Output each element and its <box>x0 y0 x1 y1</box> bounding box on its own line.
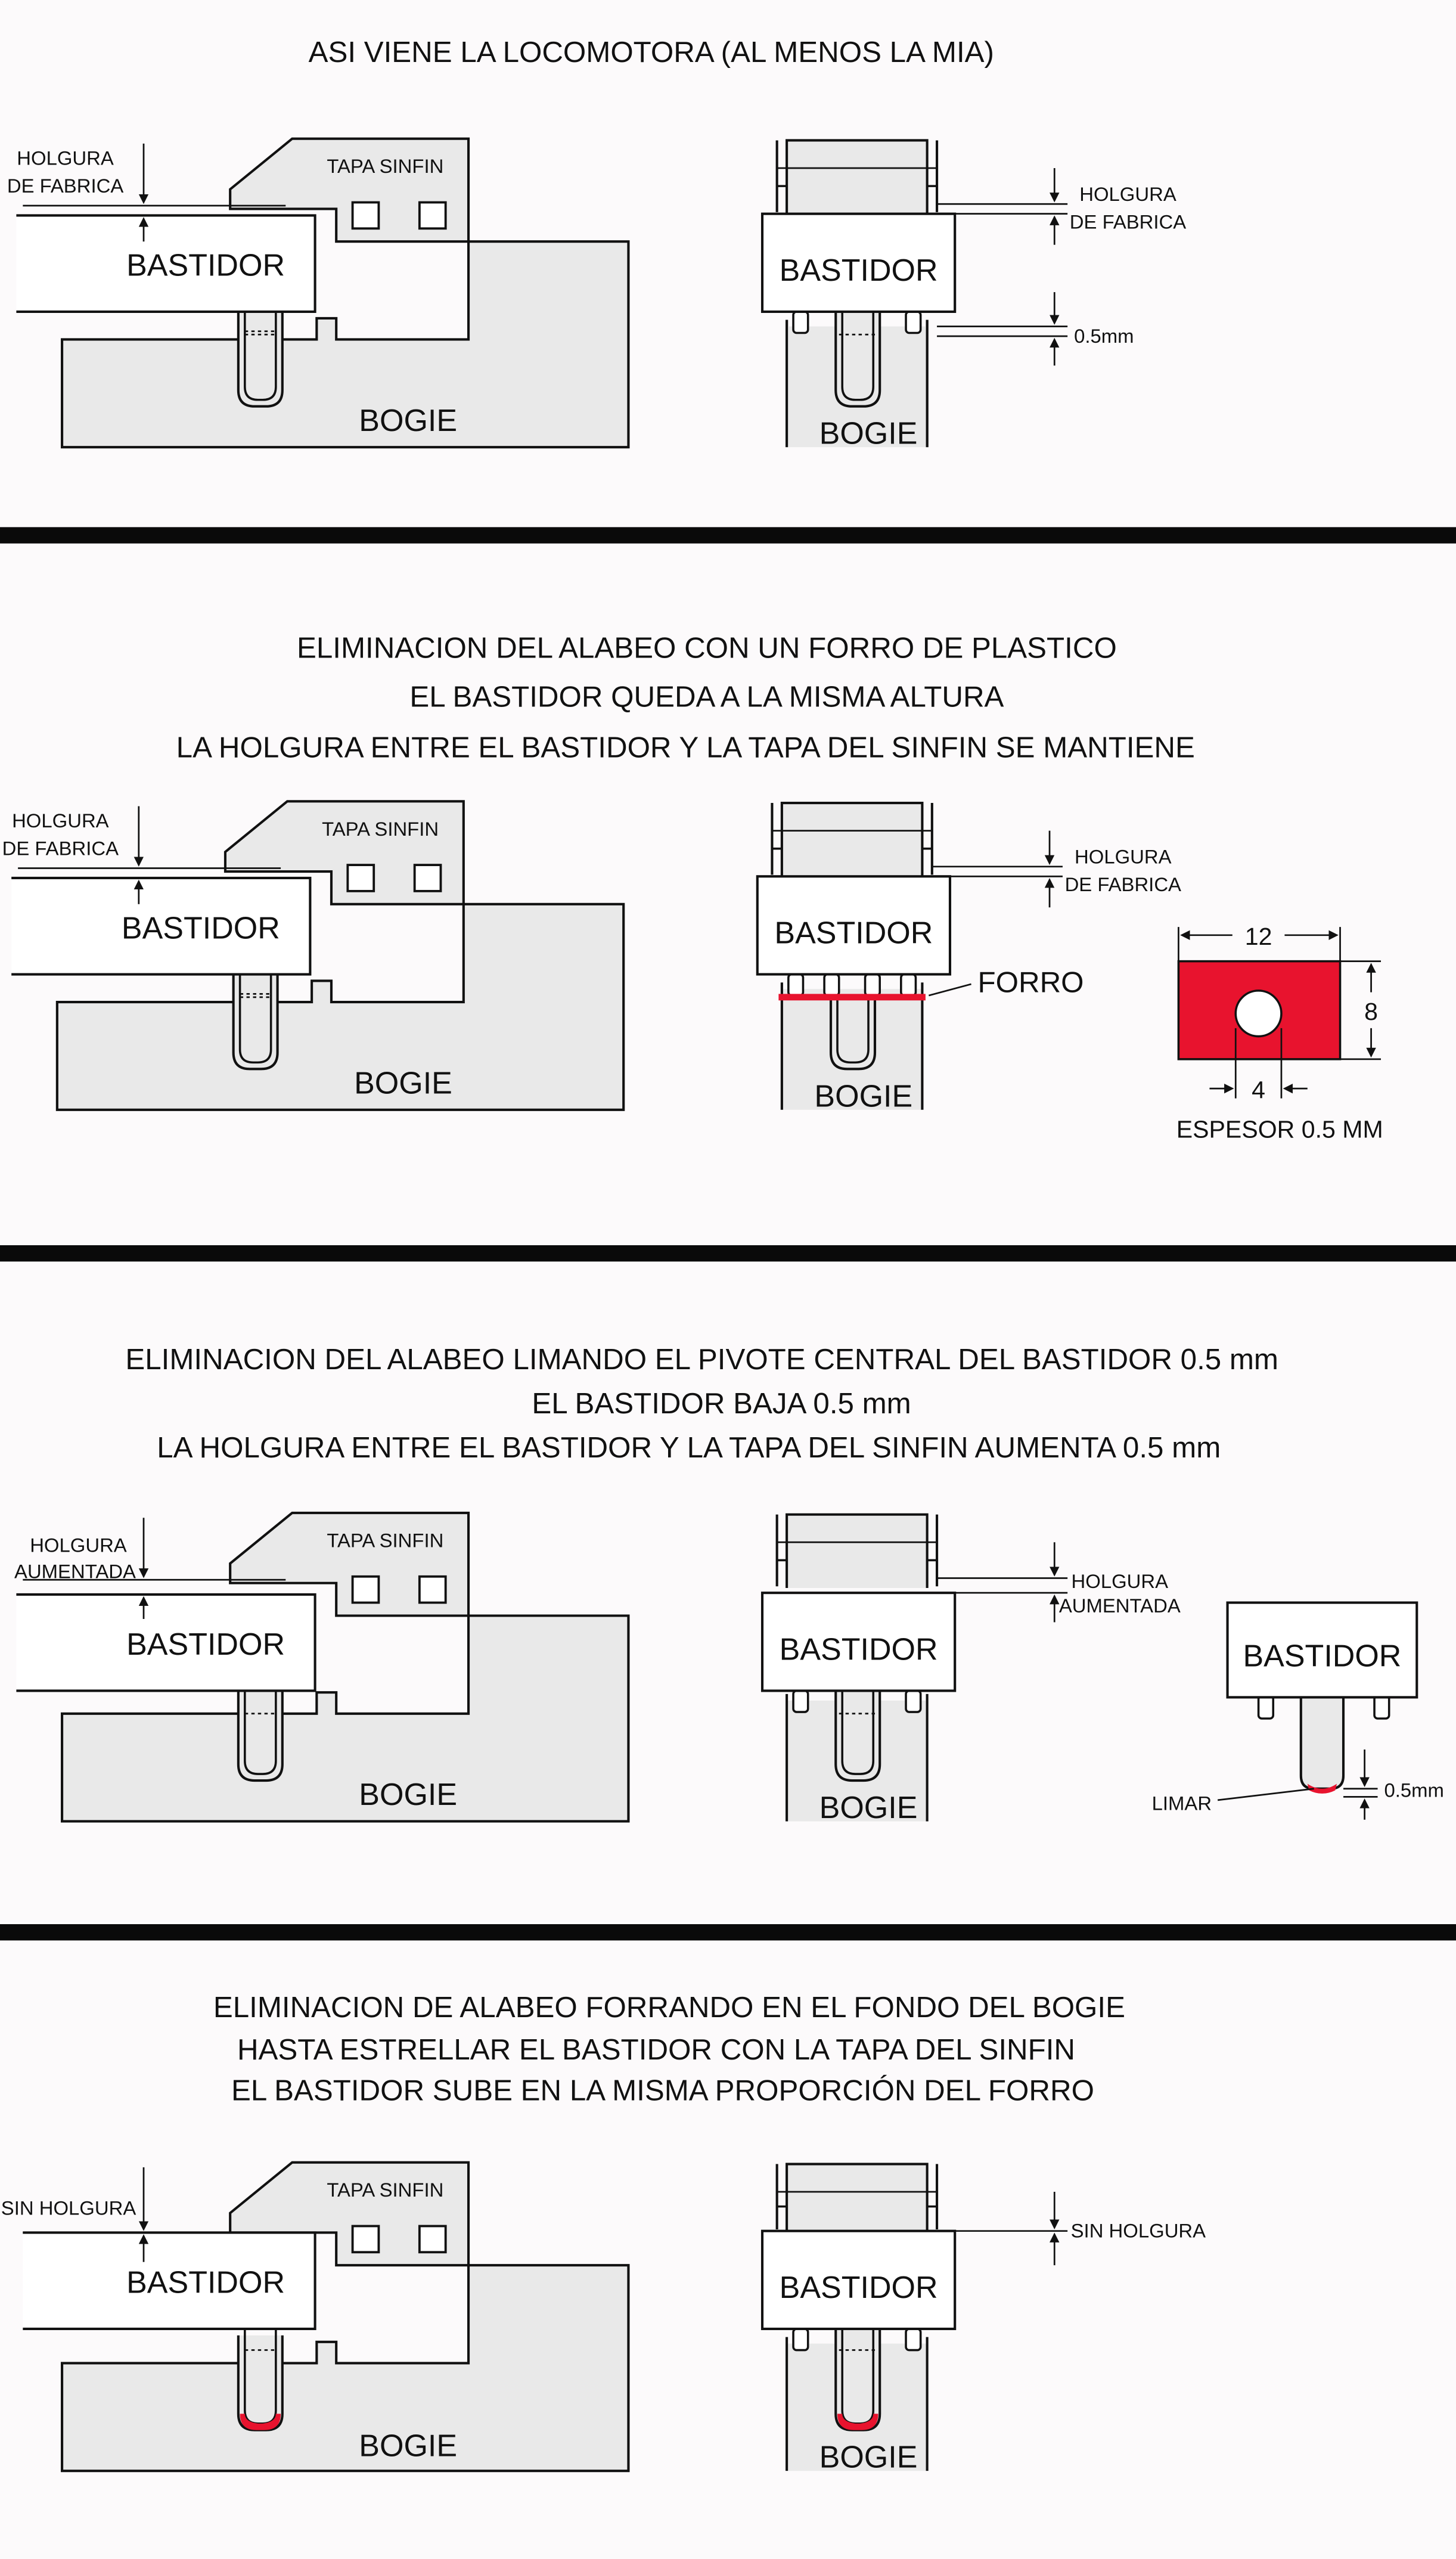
shim-hole <box>1234 990 1283 1038</box>
side-view: SIN HOLGURA TAPA SINFIN BASTIDOR BOGIE <box>1 2161 630 2473</box>
front-view: HOLGURA DE FABRICA FORRO BASTIDOR BOGIE <box>756 801 1181 1113</box>
panel-3: ELIMINACION DEL ALABEO LIMANDO EL PIVOTE… <box>14 1343 1444 1825</box>
frame-label: BASTIDOR <box>126 1627 285 1662</box>
clearance-label: DE FABRICA <box>2 838 119 860</box>
shim-detail: 12 8 4 ESPESOR 0.5 MM <box>1176 923 1383 1143</box>
worm-cap-label: TAPA SINFIN <box>327 155 443 177</box>
clearance-label: HOLGURA <box>30 1534 127 1556</box>
side-view: HOLGURA DE FABRICA TAPA SINFIN BASTIDOR … <box>2 800 625 1111</box>
bogie-label: BOGIE <box>819 417 918 451</box>
worm-cap-label: TAPA SINFIN <box>322 818 439 840</box>
panel-1: ASI VIENE LA LOCOMOTORA (AL MENOS LA MIA… <box>7 36 1186 451</box>
panel-title: EL BASTIDOR SUBE EN LA MISMA PROPORCIÓN … <box>231 2074 1094 2107</box>
gap-label: 0.5mm <box>1074 325 1134 347</box>
frame-label: BASTIDOR <box>780 253 938 288</box>
panel-separator <box>0 1245 1456 1262</box>
panel-title: ASI VIENE LA LOCOMOTORA (AL MENOS LA MIA… <box>309 36 994 69</box>
clearance-label: DE FABRICA <box>7 175 123 197</box>
panel-title: EL BASTIDOR QUEDA A LA MISMA ALTURA <box>409 681 1004 714</box>
panel-title: LA HOLGURA ENTRE EL BASTIDOR Y LA TAPA D… <box>157 1431 1221 1464</box>
clearance-label: HOLGURA <box>17 147 114 169</box>
worm-cap-label: TAPA SINFIN <box>327 2179 443 2201</box>
clearance-label: SIN HOLGURA <box>1071 2220 1206 2242</box>
frame-label: BASTIDOR <box>780 1632 938 1667</box>
clearance-label: HOLGURA <box>1072 1570 1169 1592</box>
front-view: SIN HOLGURA BASTIDOR BOGIE <box>760 2163 1206 2475</box>
bogie-label: BOGIE <box>359 1778 457 1812</box>
filed-pivot-tip <box>1307 1783 1337 1794</box>
frame-label: BASTIDOR <box>126 2266 285 2300</box>
shim-height-label: 8 <box>1364 998 1378 1025</box>
frame-label: BASTIDOR <box>126 249 285 283</box>
panel-2: ELIMINACION DEL ALABEO CON UN FORRO DE P… <box>2 631 1383 1143</box>
shim-hole-label: 4 <box>1252 1077 1265 1104</box>
bogie-label: BOGIE <box>814 1079 912 1113</box>
frame-label: BASTIDOR <box>122 911 280 945</box>
clearance-label: DE FABRICA <box>1070 210 1186 232</box>
bogie-bottom-shim <box>837 2414 878 2430</box>
bogie-label: BOGIE <box>359 2429 457 2464</box>
bogie-label: BOGIE <box>359 404 457 438</box>
frame-label: BASTIDOR <box>780 2270 938 2305</box>
frame-label: BASTIDOR <box>774 916 933 951</box>
front-view: HOLGURA DE FABRICA 0.5mm BASTIDOR BOGIE <box>760 139 1186 451</box>
side-view: HOLGURA AUMENTADA TAPA SINFIN BASTIDOR B… <box>14 1511 630 1823</box>
plastic-shim <box>778 994 926 1001</box>
panel-title: ELIMINACION DEL ALABEO LIMANDO EL PIVOTE… <box>125 1343 1278 1376</box>
side-view: HOLGURA DE FABRICA TAPA SINFIN BASTIDOR … <box>7 137 630 449</box>
clearance-label: AUMENTADA <box>1059 1595 1181 1617</box>
clearance-label: HOLGURA <box>1075 845 1172 867</box>
pivot-detail: BASTIDOR LIMAR 0.5mm <box>1152 1601 1444 1820</box>
file-label: LIMAR <box>1152 1792 1212 1814</box>
panel-separator <box>0 1924 1456 1941</box>
bogie-label: BOGIE <box>819 1791 918 1825</box>
shim-width-label: 12 <box>1245 923 1272 950</box>
clearance-label: HOLGURA <box>1079 183 1176 205</box>
forro-label: FORRO <box>978 966 1084 999</box>
panel-separator <box>0 527 1456 544</box>
clearance-label: HOLGURA <box>12 809 109 832</box>
panel-title: EL BASTIDOR BAJA 0.5 mm <box>532 1387 911 1420</box>
bogie-label: BOGIE <box>354 1066 452 1100</box>
frame-label: BASTIDOR <box>1243 1639 1401 1673</box>
clearance-label: AUMENTADA <box>14 1561 136 1583</box>
bogie-bottom-shim <box>240 2414 281 2430</box>
panel-title: HASTA ESTRELLAR EL BASTIDOR CON LA TAPA … <box>237 2033 1075 2066</box>
bogie-label: BOGIE <box>819 2440 918 2475</box>
worm-cap-label: TAPA SINFIN <box>327 1530 443 1552</box>
filed-amount-label: 0.5mm <box>1384 1779 1443 1801</box>
panel-title: ELIMINACION DEL ALABEO CON UN FORRO DE P… <box>297 631 1117 664</box>
clearance-label: SIN HOLGURA <box>1 2197 136 2219</box>
shim-thickness-label: ESPESOR 0.5 MM <box>1176 1115 1383 1143</box>
panel-4: ELIMINACION DE ALABEO FORRANDO EN EL FON… <box>1 1991 1206 2475</box>
panel-title: ELIMINACION DE ALABEO FORRANDO EN EL FON… <box>213 1991 1125 2024</box>
clearance-label: DE FABRICA <box>1065 873 1181 895</box>
panel-title: LA HOLGURA ENTRE EL BASTIDOR Y LA TAPA D… <box>176 731 1195 764</box>
front-view: HOLGURA AUMENTADA BASTIDOR BOGIE <box>760 1513 1181 1825</box>
